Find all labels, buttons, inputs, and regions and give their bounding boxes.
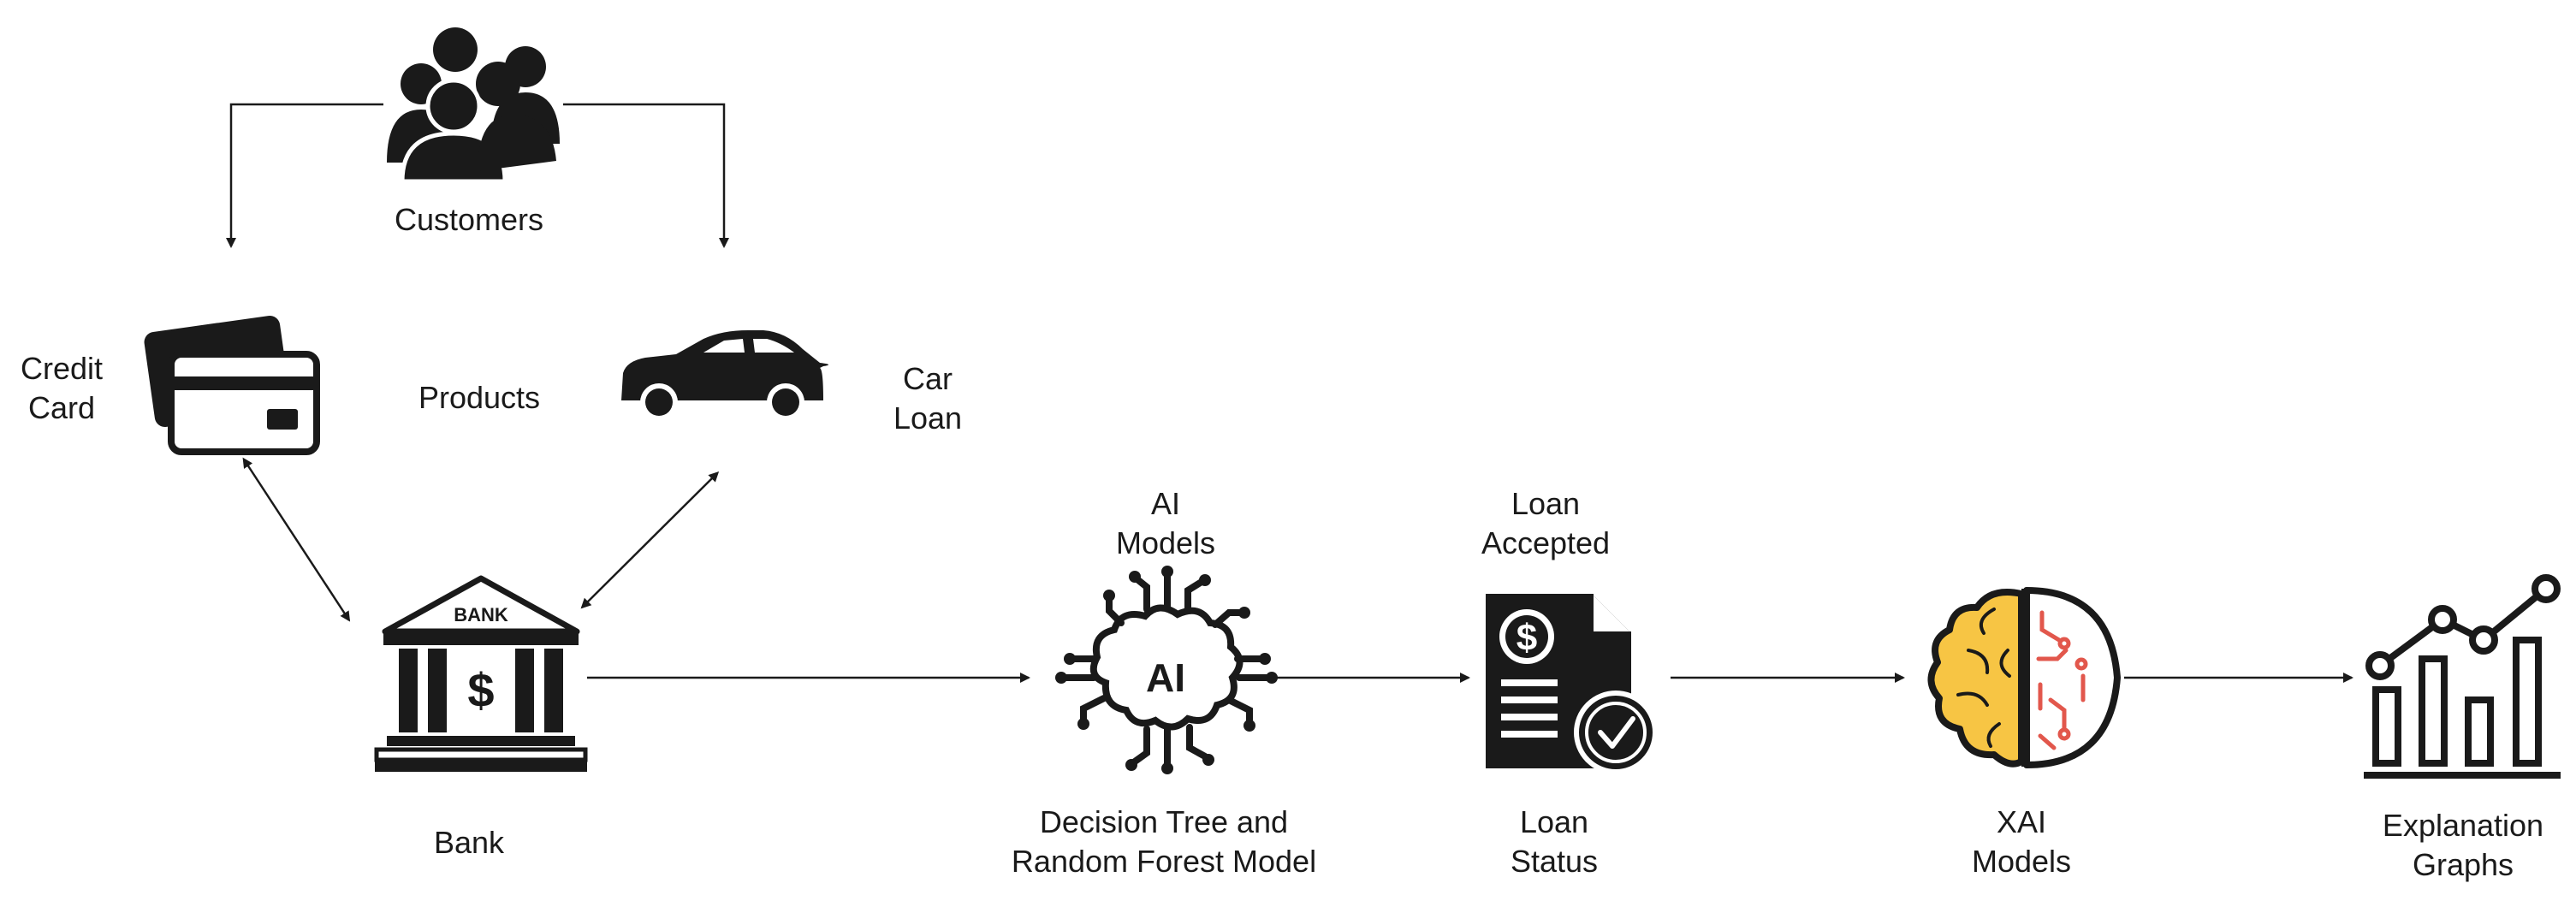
loan-document-check-icon: $	[1486, 594, 1658, 774]
loan-accepted-label-line-1: Loan	[1511, 486, 1581, 521]
model-name-label: Decision Tree and Random Forest Model	[1012, 803, 1316, 881]
model-name-label-line-2: Random Forest Model	[1011, 844, 1317, 879]
products-label: Products	[418, 378, 540, 418]
products-label-text: Products	[418, 380, 541, 415]
loan-status-label-line-2: Status	[1510, 844, 1599, 879]
bank-label-text: Bank	[433, 825, 505, 860]
car-icon	[621, 330, 829, 421]
loan-accepted-label: Loan Accepted	[1481, 484, 1610, 563]
car-loan-label-line-2: Loan	[893, 400, 963, 436]
customers-to-credit-card-arrow	[226, 103, 383, 248]
ai-models-label: AI Models	[1116, 484, 1215, 563]
ai-models-label-line-2: Models	[1115, 525, 1216, 560]
line-bar-chart-icon	[2364, 574, 2561, 779]
credit-card-label-line-2: Card	[27, 390, 96, 425]
xai-models-label-line-2: Models	[1971, 844, 2072, 879]
loan-accepted-label-line-2: Accepted	[1481, 525, 1611, 560]
explanation-graphs-label-line-2: Graphs	[2412, 847, 2514, 882]
svg-text:$: $	[467, 663, 494, 717]
ai-chip-text: AI	[1146, 655, 1185, 700]
credit-card-label-line-1: Credit	[20, 351, 104, 386]
car-loan-label-line-1: Car	[902, 361, 953, 396]
customers-label: Customers	[395, 200, 543, 240]
brain-circuit-icon	[1927, 587, 2121, 768]
xai-models-label: XAI Models	[1972, 803, 2071, 881]
credit-card-bank-arrow	[242, 457, 351, 622]
bank-sign-text: BANK	[454, 604, 508, 625]
bank-building-icon: BANK $	[374, 575, 588, 772]
bank-label: Bank	[434, 823, 504, 862]
xai-models-label-line-1: XAI	[1996, 804, 2047, 839]
explanation-graphs-label: Explanation Graphs	[2383, 806, 2543, 885]
customers-label-text: Customers	[394, 202, 544, 237]
car-loan-label: Car Loan	[893, 359, 962, 438]
credit-card-label: Credit Card	[21, 349, 103, 428]
ai-brain-circuit-icon: AI	[1055, 566, 1278, 774]
loan-status-label: Loan Status	[1511, 803, 1598, 881]
model-name-label-line-1: Decision Tree and	[1039, 804, 1289, 839]
explanation-graphs-label-line-1: Explanation	[2382, 808, 2544, 843]
customers-to-car-loan-arrow	[563, 103, 729, 248]
people-group-icon	[387, 27, 560, 184]
connectors	[226, 103, 2353, 683]
loan-status-label-line-1: Loan	[1519, 804, 1589, 839]
svg-text:$: $	[1517, 617, 1537, 659]
credit-card-icon	[144, 315, 320, 455]
car-loan-bank-arrow	[580, 471, 720, 609]
ai-models-label-line-1: AI	[1150, 486, 1180, 521]
